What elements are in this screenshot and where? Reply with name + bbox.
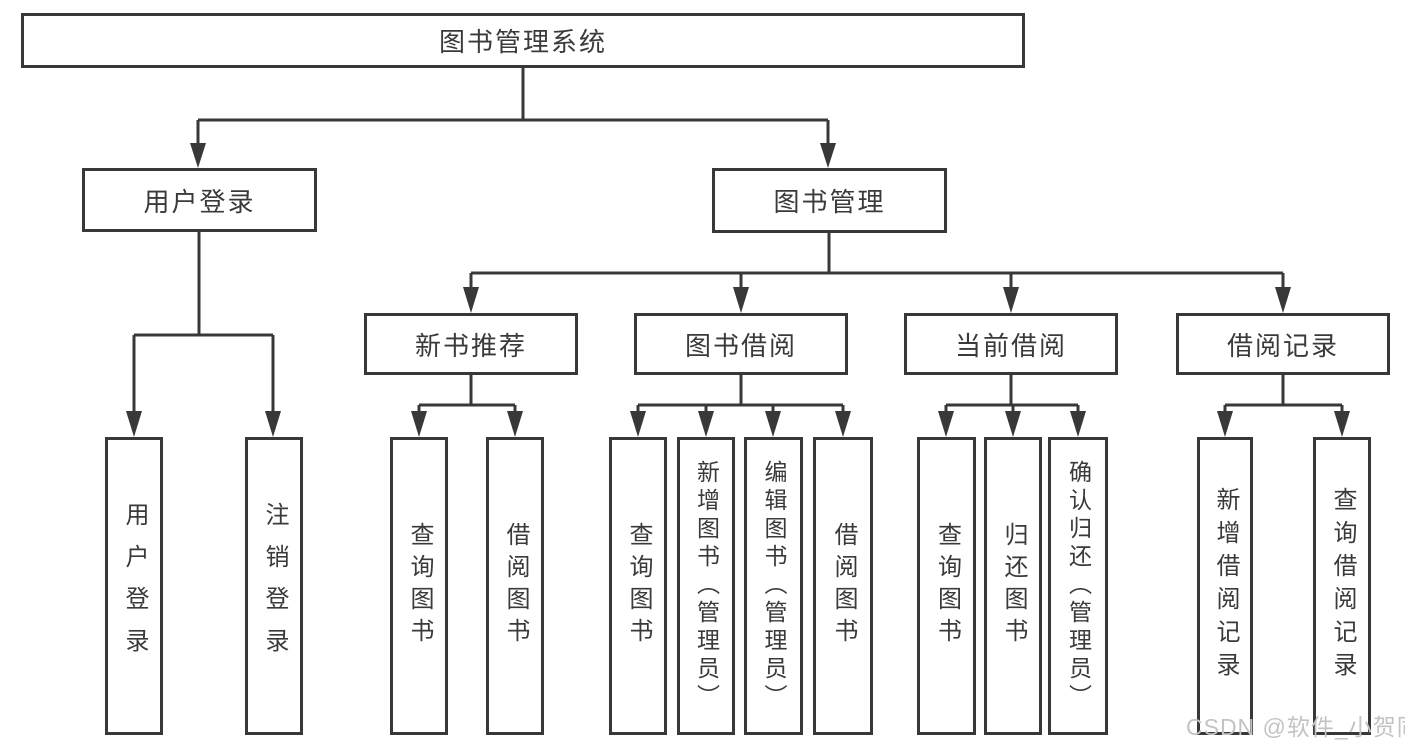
leaf-label: 确认归还（管理员） <box>1065 460 1092 712</box>
node-book-management: 图书管理 <box>712 168 947 233</box>
leaf-return-books: 归还图书 <box>984 437 1042 735</box>
node-label: 当前借阅 <box>954 330 1067 361</box>
leaf-edit-books-admin: 编辑图书（管理员） <box>744 437 803 735</box>
node-library-management-system: 图书管理系统 <box>21 13 1025 68</box>
node-label: 新书推荐 <box>414 330 527 361</box>
leaf-label: 查询图书 <box>625 522 652 650</box>
node-label: 用户登录 <box>143 186 256 217</box>
node-new-book-recommendation: 新书推荐 <box>364 313 578 375</box>
leaf-borrow-books: 借阅图书 <box>813 437 873 735</box>
leaf-label: 新增借阅记录 <box>1212 487 1239 685</box>
leaf-query-books-current: 查询图书 <box>917 437 976 735</box>
leaf-query-books-borrow: 查询图书 <box>609 437 667 735</box>
node-label: 借阅记录 <box>1226 330 1339 361</box>
csdn-watermark: CSDN @软件_小贺同学 <box>1186 714 1405 740</box>
leaf-confirm-return-admin: 确认归还（管理员） <box>1048 437 1108 735</box>
node-borrowing-records: 借阅记录 <box>1176 313 1390 375</box>
leaf-label: 编辑图书（管理员） <box>761 460 787 712</box>
leaf-label: 查询图书 <box>933 522 961 650</box>
leaf-label: 查询图书 <box>406 522 433 650</box>
leaf-user-login: 用户登录 <box>105 437 163 735</box>
leaf-add-borrow-record: 新增借阅记录 <box>1197 437 1253 735</box>
leaf-label: 注销登录 <box>261 502 288 670</box>
leaf-label: 新增图书（管理员） <box>693 460 720 712</box>
node-current-borrowing: 当前借阅 <box>904 313 1118 375</box>
leaf-label: 用户登录 <box>121 502 148 670</box>
leaf-label: 借阅图书 <box>830 522 857 650</box>
leaf-borrow-books-recommend: 借阅图书 <box>486 437 544 735</box>
leaf-add-books-admin: 新增图书（管理员） <box>677 437 735 735</box>
leaf-label: 查询借阅记录 <box>1329 487 1356 685</box>
node-label: 图书管理 <box>773 187 886 217</box>
leaf-query-borrow-record: 查询借阅记录 <box>1313 437 1371 735</box>
leaf-label: 归还图书 <box>1000 522 1027 650</box>
leaf-label: 借阅图书 <box>502 522 529 650</box>
node-book-borrowing: 图书借阅 <box>634 313 848 375</box>
node-user-login: 用户登录 <box>82 168 317 232</box>
leaf-query-books-recommend: 查询图书 <box>390 437 448 735</box>
node-label: 图书管理系统 <box>438 27 607 57</box>
leaf-logout: 注销登录 <box>245 437 303 735</box>
node-label: 图书借阅 <box>684 330 797 361</box>
